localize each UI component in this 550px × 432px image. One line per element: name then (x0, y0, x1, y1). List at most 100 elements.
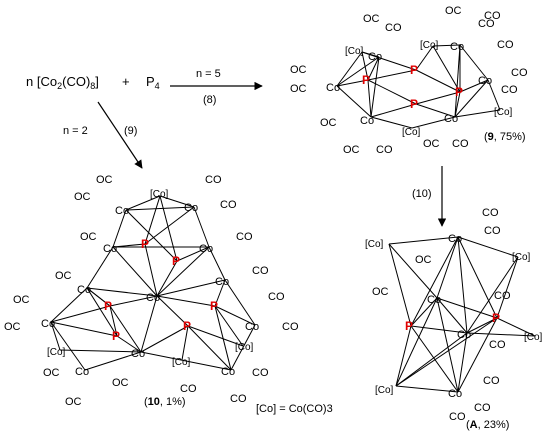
arrow-step-9: n = 2 (9) (63, 101, 143, 169)
svg-text:CO: CO (252, 265, 269, 277)
svg-text:CO: CO (180, 383, 197, 395)
svg-text:[Co]: [Co] (512, 252, 531, 263)
svg-text:OC: OC (445, 5, 462, 17)
svg-text:CO: CO (376, 144, 393, 156)
svg-text:Co: Co (115, 205, 129, 217)
svg-text:Co: Co (77, 284, 91, 296)
svg-text:CO: CO (385, 22, 402, 34)
svg-text:Co: Co (448, 388, 462, 400)
svg-text:(9): (9) (124, 125, 137, 137)
svg-text:Co: Co (245, 321, 259, 333)
svg-text:CO: CO (484, 10, 501, 22)
arrow-step-10: (10) (412, 166, 447, 227)
svg-text:Co: Co (444, 113, 458, 125)
svg-text:CO: CO (449, 411, 466, 423)
svg-text:(8): (8) (203, 94, 216, 106)
svg-text:[Co]: [Co] (402, 127, 421, 138)
svg-text:Co: Co (75, 366, 89, 378)
svg-text:Co: Co (427, 294, 441, 306)
svg-text:(A, 23%): (A, 23%) (466, 419, 509, 431)
svg-text:CO: CO (484, 225, 501, 237)
svg-text:Co: Co (215, 276, 229, 288)
svg-text:P: P (410, 97, 418, 111)
svg-text:OC: OC (343, 144, 360, 156)
compound-10: Co Co Co Co Co Co Co Co Co Co Co Co P P … (4, 174, 333, 415)
svg-text:CO: CO (482, 207, 499, 219)
svg-text:OC: OC (290, 83, 307, 95)
svg-text:Co: Co (41, 318, 55, 330)
svg-text:+: + (122, 74, 130, 89)
svg-text:OC: OC (423, 138, 440, 150)
svg-text:[Co]: [Co] (47, 347, 66, 358)
svg-text:CO: CO (452, 138, 469, 150)
svg-text:Co: Co (103, 243, 117, 255)
svg-text:[Co]: [Co] (375, 385, 394, 396)
svg-text:OC: OC (80, 231, 97, 243)
svg-text:Co: Co (360, 115, 374, 127)
svg-text:Co: Co (199, 243, 213, 255)
compound-a: Co Co Co Co P P [Co] [Co] [Co] [Co] CO C… (365, 207, 543, 431)
svg-text:CO: CO (478, 18, 495, 30)
svg-text:Co: Co (184, 202, 198, 214)
svg-text:CO: CO (205, 174, 222, 186)
svg-text:OC: OC (363, 13, 380, 25)
svg-text:[Co]: [Co] (235, 342, 254, 353)
svg-text:Co: Co (368, 51, 382, 63)
svg-text:CO: CO (268, 291, 285, 303)
svg-text:OC: OC (4, 321, 21, 333)
svg-text:Co: Co (450, 41, 464, 53)
svg-text:P: P (492, 311, 500, 325)
svg-text:n [Co2(CO)8]: n [Co2(CO)8] (26, 74, 99, 91)
svg-text:OC: OC (96, 174, 113, 186)
svg-text:CO: CO (494, 290, 511, 302)
svg-text:P: P (141, 237, 149, 251)
svg-text:n = 5: n = 5 (196, 68, 221, 80)
svg-text:P: P (112, 329, 120, 343)
svg-text:Co: Co (326, 82, 340, 94)
svg-text:OC: OC (320, 117, 337, 129)
svg-text:P: P (362, 73, 370, 87)
svg-text:CO: CO (501, 84, 518, 96)
svg-text:Co: Co (457, 329, 471, 341)
svg-text:OC: OC (372, 286, 389, 298)
svg-text:OC: OC (415, 254, 432, 266)
svg-text:[Co]: [Co] (524, 332, 543, 343)
svg-text:CO: CO (483, 375, 500, 387)
svg-text:OC: OC (65, 396, 82, 408)
svg-text:[Co]: [Co] (150, 189, 169, 200)
svg-text:P: P (172, 254, 180, 268)
svg-text:OC: OC (43, 367, 60, 379)
svg-text:CO: CO (497, 39, 514, 51)
compound-9: Co Co Co Co Co Co P P P P [Co] [Co] [Co]… (290, 5, 528, 156)
svg-text:OC: OC (290, 64, 307, 76)
svg-text:CO: CO (220, 199, 237, 211)
svg-text:P4: P4 (146, 74, 160, 91)
svg-text:P: P (104, 299, 112, 313)
reactants: n [Co2(CO)8] + P4 (26, 74, 160, 91)
svg-text:P: P (455, 85, 463, 99)
svg-text:CO: CO (282, 321, 299, 333)
svg-text:P: P (405, 319, 413, 333)
svg-text:CO: CO (236, 231, 253, 243)
svg-text:CO: CO (474, 402, 491, 414)
svg-text:P: P (210, 299, 218, 313)
svg-text:CO: CO (252, 367, 269, 379)
svg-text:[Co] = Co(CO)3: [Co] = Co(CO)3 (256, 403, 333, 415)
svg-text:OC: OC (55, 270, 72, 282)
svg-text:[Co]: [Co] (494, 107, 513, 118)
svg-text:(10): (10) (412, 188, 432, 200)
svg-text:OC: OC (74, 191, 91, 203)
svg-text:P: P (410, 63, 418, 77)
svg-text:OC: OC (13, 294, 30, 306)
svg-text:CO: CO (511, 67, 528, 79)
svg-text:[Co]: [Co] (365, 239, 384, 250)
svg-text:CO: CO (230, 393, 247, 405)
svg-text:[Co]: [Co] (345, 46, 364, 57)
svg-text:Co: Co (448, 233, 462, 245)
svg-text:CO: CO (489, 339, 506, 351)
svg-text:Co: Co (131, 348, 145, 360)
svg-text:P: P (183, 319, 191, 333)
svg-text:OC: OC (112, 377, 129, 389)
svg-text:Co: Co (478, 75, 492, 87)
